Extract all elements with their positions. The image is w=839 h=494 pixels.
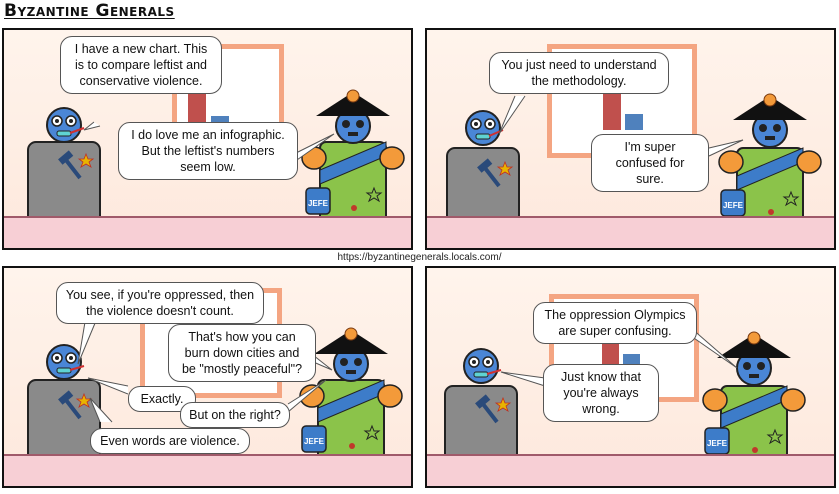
source-url: https://byzantinegenerals.locals.com/	[337, 252, 502, 263]
panel-2: JEFE You just need to understand the met…	[425, 28, 836, 250]
star-icon	[77, 152, 95, 168]
mug: JEFE	[305, 187, 331, 215]
panel-1: JEFE I have a new chart. This is to comp…	[2, 28, 413, 250]
chart-bar-left	[602, 340, 619, 366]
chart-bar-left	[188, 88, 206, 132]
robot-character	[27, 107, 101, 241]
mug-label: JEFE	[707, 439, 728, 448]
star-icon	[75, 392, 93, 408]
panel-4: JEFE The oppression Olympics are super c…	[425, 266, 836, 488]
hammer-sickle-icon	[475, 394, 499, 424]
conical-hat	[733, 96, 807, 120]
medal-star-icon	[365, 186, 383, 203]
speech-bubble-4: But on the right?	[180, 402, 290, 428]
conical-hat	[316, 92, 390, 116]
speech-bubble-2: I do love me an infographic. But the lef…	[118, 122, 298, 180]
comic-title: Byzantine Generals	[4, 1, 175, 21]
speech-bubble-1: You see, if you're oppressed, then the v…	[56, 282, 264, 324]
medal-star-icon	[363, 424, 381, 441]
floor	[4, 216, 411, 248]
star-icon	[496, 160, 514, 176]
speech-bubble-5: Even words are violence.	[90, 428, 250, 454]
speech-bubble-2: I'm super confused for sure.	[591, 134, 709, 192]
conical-hat	[314, 330, 388, 354]
floor	[4, 454, 411, 486]
speech-bubble-1: The oppression Olympics are super confus…	[533, 302, 697, 344]
hammer-sickle-icon	[58, 150, 82, 180]
general-character: JEFE	[301, 89, 405, 241]
speech-bubble-2: Just know that you're always wrong.	[543, 364, 659, 422]
mug-label: JEFE	[304, 437, 325, 446]
chart-bar-right	[625, 114, 643, 130]
floor	[427, 454, 834, 486]
medal-star-icon	[782, 190, 800, 207]
mug-label: JEFE	[723, 201, 744, 210]
mug: JEFE	[720, 189, 746, 217]
general-character: JEFE	[299, 327, 403, 479]
hammer-sickle-icon	[477, 158, 501, 188]
conical-hat	[717, 334, 791, 358]
chart-bar-right	[623, 354, 640, 366]
speech-bubble-1: You just need to understand the methodol…	[489, 52, 669, 94]
mug: JEFE	[704, 427, 730, 455]
panel-1-art: JEFE	[27, 44, 405, 241]
star-icon	[494, 396, 512, 412]
speech-bubble-2: That's how you can burn down cities and …	[168, 324, 316, 382]
speech-bubble-1: I have a new chart. This is to compare l…	[60, 36, 222, 94]
panel-3: JEFE You see, if you're oppressed, then …	[2, 266, 413, 488]
hammer-sickle-icon	[58, 390, 82, 420]
floor	[427, 216, 834, 248]
mug: JEFE	[301, 425, 327, 453]
mug-label: JEFE	[308, 199, 329, 208]
medal-star-icon	[766, 428, 784, 445]
